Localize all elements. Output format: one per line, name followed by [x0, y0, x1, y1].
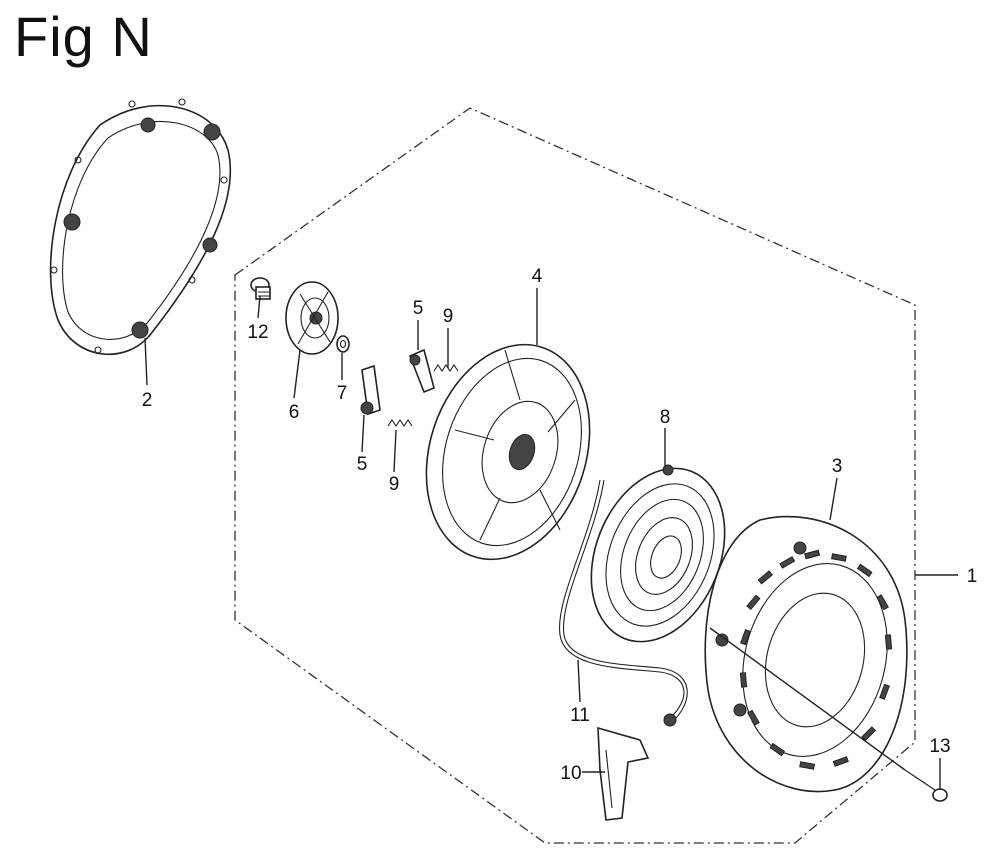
part-9-spring-lower	[387, 419, 413, 427]
part-2-gasket	[49, 98, 232, 356]
leader-lines	[144, 288, 958, 790]
part-5-ratchet-lower	[360, 364, 381, 416]
part-11-starter-rope	[558, 479, 688, 727]
callout-11: 11	[570, 705, 590, 726]
part-5-ratchet-upper	[408, 348, 435, 394]
callout-8: 8	[660, 407, 671, 428]
case-vent-slots	[739, 549, 893, 770]
assembly-outline	[234, 107, 916, 844]
callout-9b: 9	[389, 474, 400, 495]
callout-labels: 1 2 3 4 5 5 6 7 8 9 9 10 11 12 13	[142, 266, 978, 784]
callout-7: 7	[337, 383, 348, 404]
callout-10: 10	[560, 763, 581, 784]
callout-6: 6	[289, 402, 300, 423]
part-3-starter-case	[704, 515, 908, 793]
part-9-spring-upper	[433, 364, 459, 372]
figure-title: Fig N	[14, 5, 153, 68]
callout-4: 4	[532, 266, 543, 287]
callout-5b: 5	[357, 454, 368, 475]
part-4-reel	[425, 343, 591, 561]
part-10-starter-grip	[597, 726, 650, 821]
part-7-washer	[336, 335, 350, 353]
callout-9a: 9	[443, 306, 454, 327]
part-6-friction-plate	[285, 281, 339, 355]
callout-5a: 5	[413, 298, 424, 319]
callout-2: 2	[142, 390, 153, 411]
callout-12: 12	[247, 322, 268, 343]
callout-3: 3	[832, 456, 843, 477]
part-12-bolt	[250, 277, 271, 300]
callout-13: 13	[929, 736, 950, 757]
callout-1: 1	[967, 566, 978, 587]
